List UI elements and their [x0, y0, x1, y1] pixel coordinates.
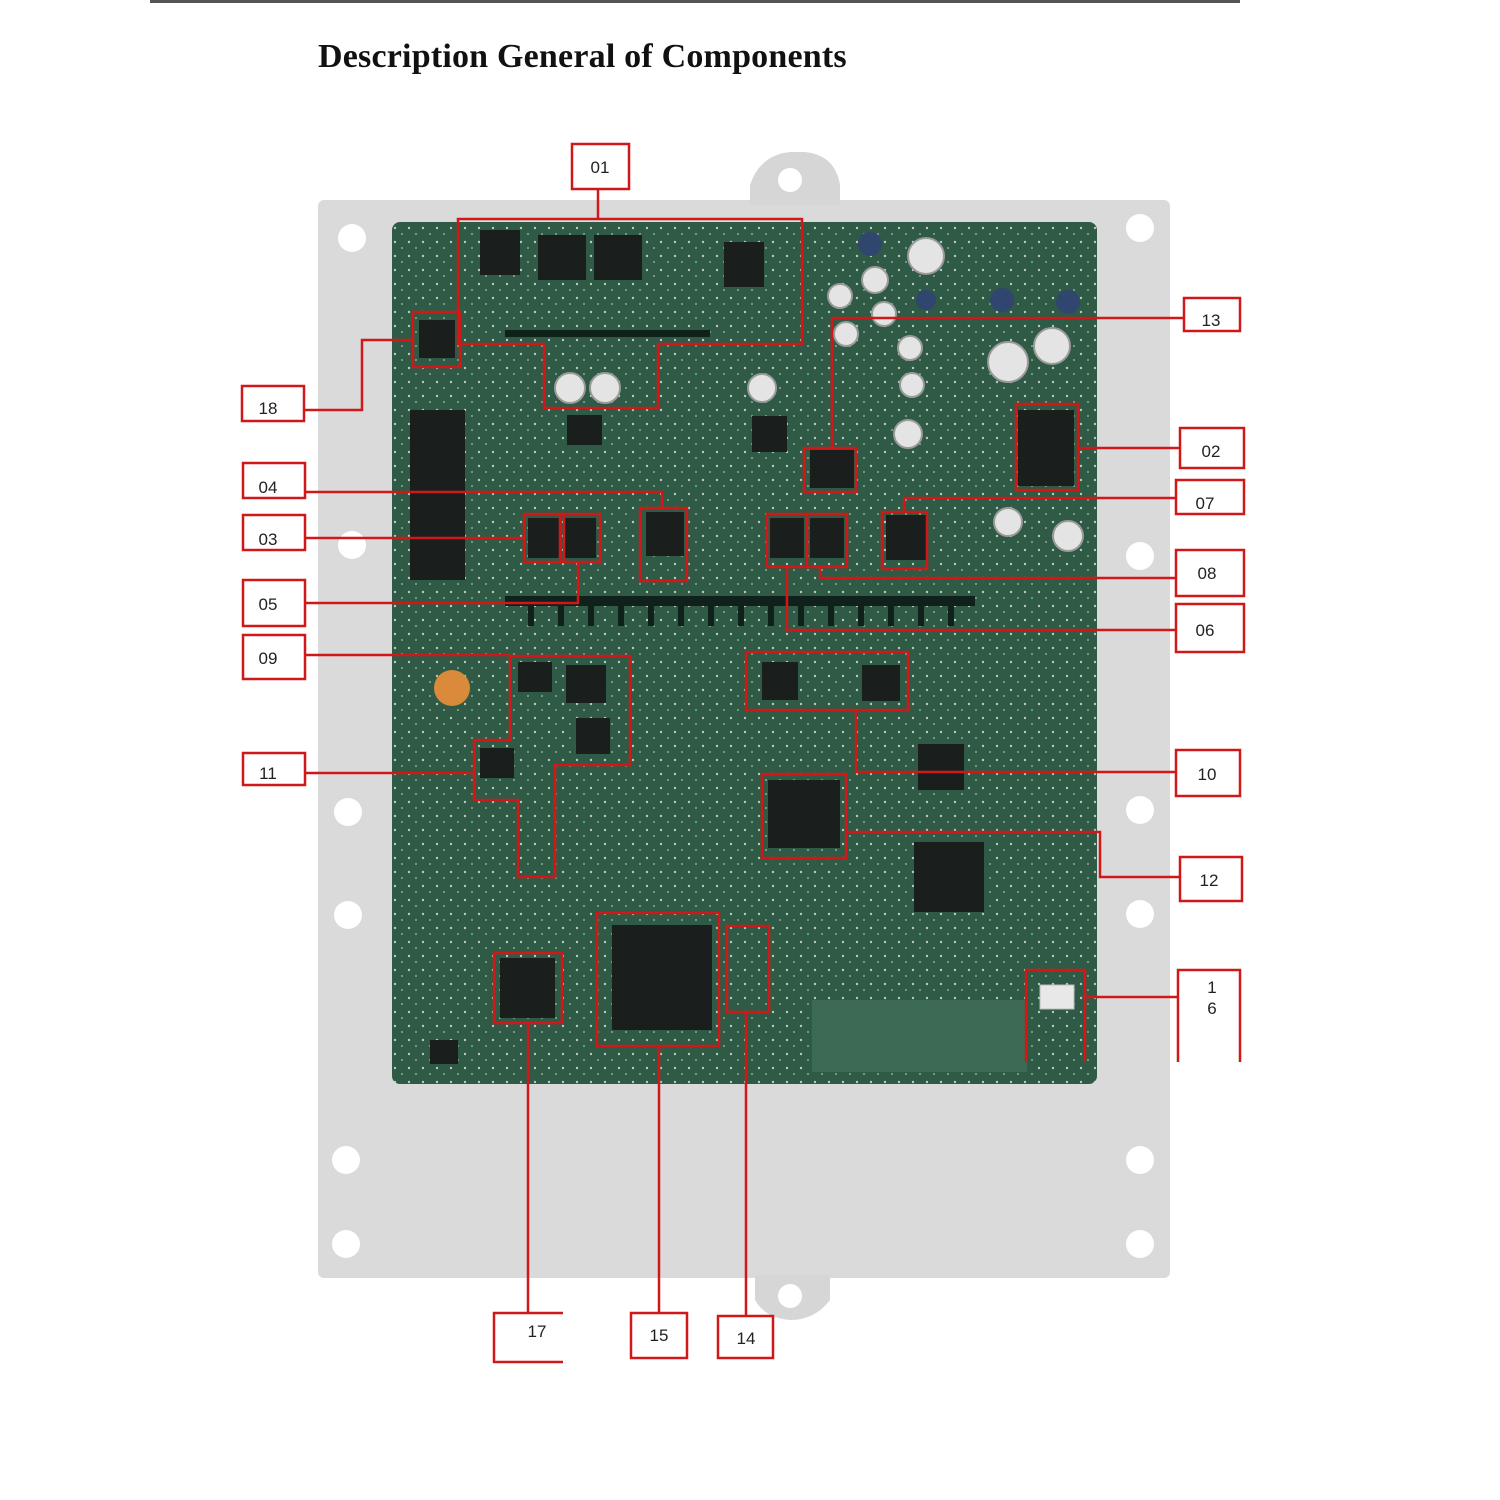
pcb-board	[392, 222, 1097, 1084]
callout-17-label: 17	[528, 1322, 547, 1341]
callout-05-label: 05	[259, 595, 278, 614]
callout-04-label: 04	[259, 478, 278, 497]
callout-01-marker	[456, 142, 804, 410]
page-title: Description General of Components	[318, 38, 847, 75]
callout-12-label: 12	[1200, 871, 1219, 890]
callout-02-label: 02	[1202, 442, 1221, 461]
callout-07-label: 07	[1196, 494, 1215, 513]
callout-08-label: 08	[1198, 564, 1217, 583]
callout-09-marker	[241, 633, 632, 879]
callout-16-label-top: 1	[1207, 978, 1216, 997]
callout-18-label: 18	[259, 399, 278, 418]
callout-13-marker	[802, 296, 1242, 494]
callout-01-label: 01	[591, 158, 610, 177]
callout-17-marker	[492, 951, 564, 1364]
callout-11-marker	[241, 751, 474, 787]
callout-10-label: 10	[1198, 765, 1217, 784]
callout-18-marker	[240, 310, 462, 423]
callout-14-marker	[716, 924, 775, 1360]
callout-02-marker	[1014, 402, 1246, 492]
callout-05-marker	[241, 512, 602, 628]
callout-06-marker	[765, 512, 1246, 654]
callout-03-marker	[241, 512, 566, 564]
callout-12-marker	[760, 772, 1244, 903]
callout-16-marker	[1024, 968, 1242, 1062]
callout-15-marker	[595, 911, 721, 1360]
callout-15-label: 15	[650, 1326, 669, 1345]
callout-08-marker	[805, 512, 1246, 598]
top-rule	[150, 0, 1240, 3]
callout-10-marker	[744, 650, 1242, 798]
callout-16-label-bottom: 6	[1207, 999, 1216, 1018]
callout-09-label: 09	[259, 649, 278, 668]
callout-07-marker	[880, 478, 1246, 571]
callout-03-label: 03	[259, 530, 278, 549]
callout-13-label: 13	[1202, 311, 1221, 330]
callout-04-marker	[241, 461, 689, 583]
callout-14-label: 14	[737, 1329, 756, 1348]
callout-11-label: 11	[259, 764, 277, 783]
callout-06-label: 06	[1196, 621, 1215, 640]
